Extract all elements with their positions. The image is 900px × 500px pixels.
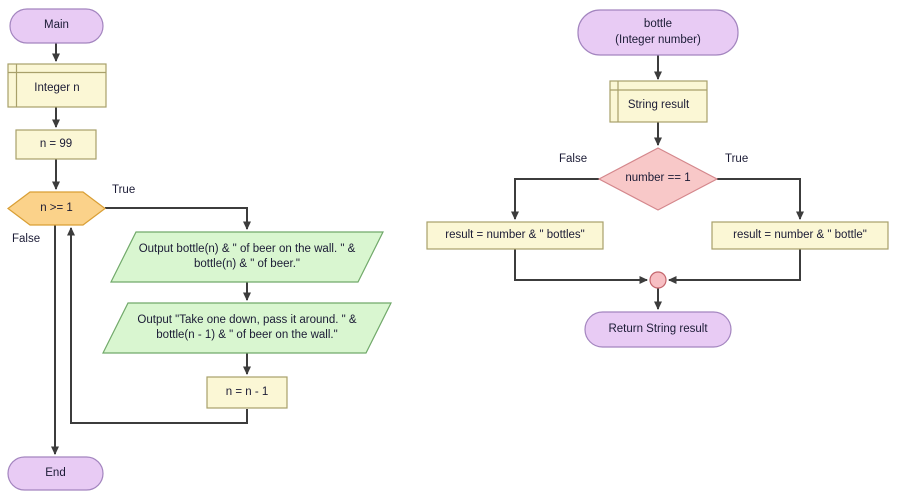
right-return-terminal[interactable] [584, 311, 732, 348]
left-output2-shape[interactable] [102, 302, 392, 354]
connector-merge-left [514, 249, 648, 284]
right-decision-shape[interactable] [597, 147, 719, 211]
left-declare-shape[interactable] [7, 63, 107, 108]
left-end-terminal[interactable] [7, 456, 104, 491]
connector-true-branch [105, 207, 251, 230]
left-assign-init-shape[interactable] [15, 129, 97, 160]
right-assign-false-shape[interactable] [426, 221, 604, 250]
connector-true-branch-right [717, 178, 804, 220]
right-function-terminal[interactable] [577, 9, 739, 56]
right-assign-true-shape[interactable] [711, 221, 889, 250]
right-declare-shape[interactable] [609, 80, 708, 123]
left-loop-decision-shape[interactable] [7, 191, 106, 226]
connector-false-branch [511, 178, 599, 220]
right-merge-node[interactable] [649, 271, 667, 289]
left-start-terminal[interactable] [9, 8, 104, 44]
left-output1-shape[interactable] [110, 231, 384, 283]
connector-merge-right [668, 249, 801, 284]
connector-loop-back [67, 227, 248, 424]
left-assign-decrement-shape[interactable] [206, 376, 288, 409]
